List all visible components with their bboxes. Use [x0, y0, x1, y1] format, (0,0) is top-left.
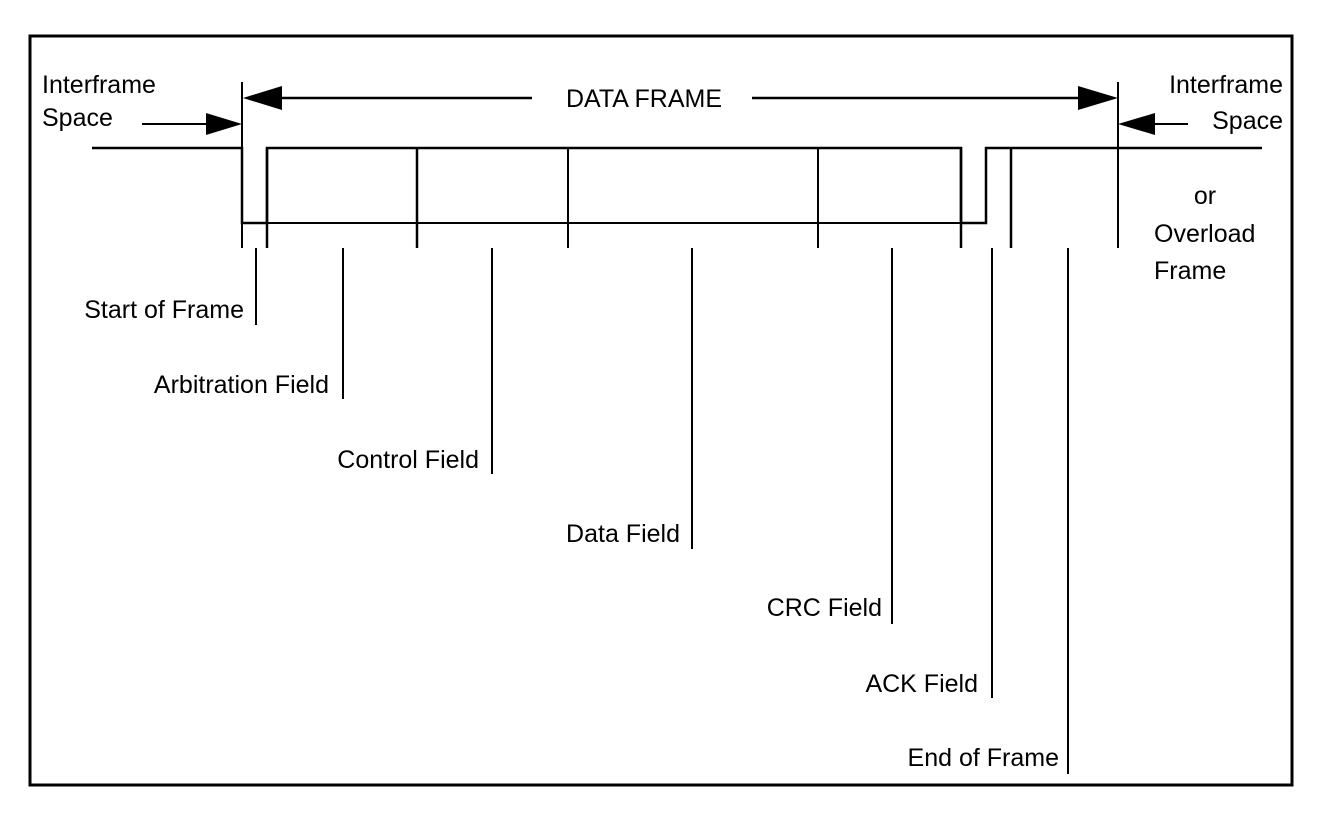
label-ack-field: ACK Field — [865, 670, 978, 698]
interframe-arrowhead-left — [206, 113, 242, 135]
label-arbitration-field: Arbitration Field — [154, 371, 329, 399]
or-overload-line2: Overload — [1154, 220, 1255, 248]
data-frame-arrowhead-left — [243, 86, 282, 110]
diagram-border — [28, 34, 1294, 787]
data-frame-title: DATA FRAME — [566, 85, 722, 113]
interframe-space-left-line2: Space — [42, 104, 113, 132]
label-control-field: Control Field — [337, 446, 479, 474]
label-crc-field: CRC Field — [767, 594, 882, 622]
label-start-of-frame: Start of Frame — [84, 296, 244, 324]
data-frame-arrowhead-right — [1078, 86, 1118, 110]
interframe-arrowhead-right — [1118, 113, 1155, 135]
or-overload-line1: or — [1194, 182, 1216, 210]
label-end-of-frame: End of Frame — [908, 744, 1059, 772]
interframe-space-right-line1: Interframe — [1169, 71, 1283, 99]
label-data-field: Data Field — [566, 520, 680, 548]
interframe-space-left-line1: Interframe — [42, 71, 156, 99]
interframe-space-right-line2: Space — [1212, 107, 1283, 135]
or-overload-line3: Frame — [1154, 257, 1226, 285]
bus-waveform — [92, 146, 1262, 225]
